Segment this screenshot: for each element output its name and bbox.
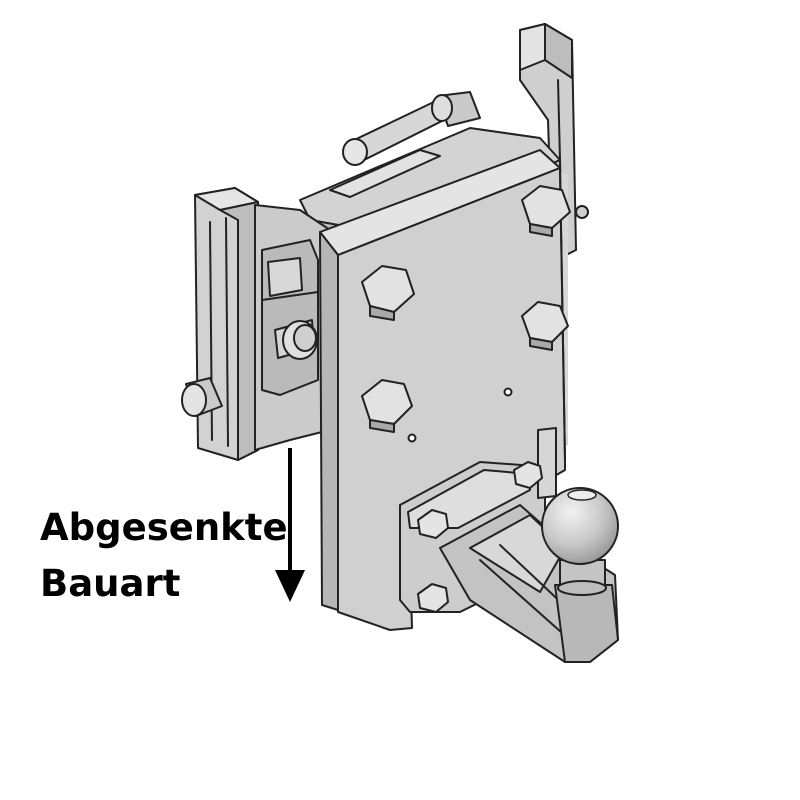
mounting-rail-left: [194, 187, 259, 461]
locking-pin: [342, 91, 481, 166]
sliding-carriage: [254, 204, 331, 451]
caption-text: Abgesenkte Bauart: [40, 500, 300, 612]
hex-bolt-1: [361, 265, 415, 321]
plate-hole-1: [503, 387, 513, 397]
tow-ball: [541, 487, 619, 596]
flange-bolt-1: [417, 509, 449, 539]
flange-bolt-3: [417, 583, 449, 613]
caption-line-1: Abgesenkte: [40, 506, 288, 549]
caption-line-2: Bauart: [40, 562, 181, 605]
flange-bolt-2: [513, 461, 543, 489]
hex-bolt-2: [521, 185, 571, 237]
rail-pin: [181, 377, 223, 417]
hex-bolt-4: [361, 379, 413, 433]
down-arrow-icon: [275, 448, 305, 602]
hex-bolt-3: [521, 301, 569, 351]
plate-hole-2: [407, 433, 417, 443]
side-pin: [575, 205, 589, 219]
